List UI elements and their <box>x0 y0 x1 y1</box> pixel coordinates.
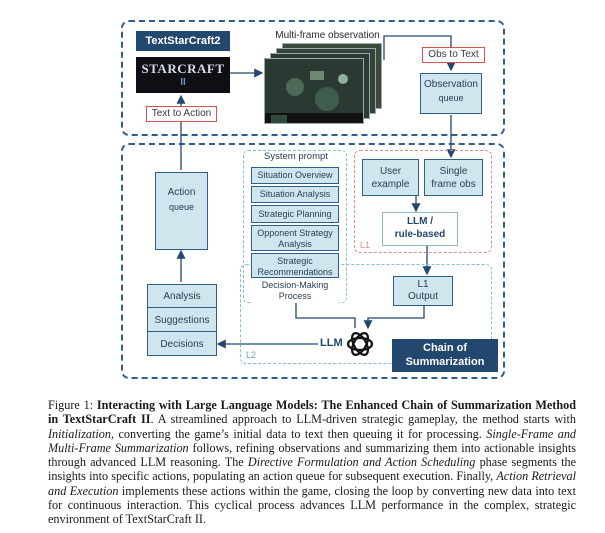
user-example-box: User example <box>362 159 419 196</box>
l1-region <box>354 150 492 253</box>
prompt-situation-analysis: Situation Analysis <box>251 186 339 203</box>
llm-rule-line1: LLM / <box>406 216 434 227</box>
prompt-situation-overview: Situation Overview <box>251 167 339 184</box>
figure-caption: Figure 1: Interacting with Large Languag… <box>48 398 576 527</box>
caption-text: implements these actions within the game… <box>48 483 577 527</box>
chain-of-summarization-badge: Chain of Summarization <box>392 339 498 372</box>
multiframe-screenshots <box>264 43 386 125</box>
decision-item-decisions: Decisions <box>160 339 204 350</box>
llm-label: LLM <box>320 337 343 349</box>
diagram: TextStarCraft2 STARCRAFT II Multi-frame … <box>121 20 505 379</box>
game-logo: STARCRAFT II <box>136 57 230 93</box>
llm-rule-based-box: LLM / rule-based <box>382 212 458 246</box>
openai-logo-icon <box>346 332 374 356</box>
game-logo-numeral: II <box>180 77 186 88</box>
caption-emphasis: Single-Frame and Multi-Frame Summarizati… <box>48 426 577 455</box>
observation-queue-line1: Observation <box>424 79 478 90</box>
caption-text: . A streamlined approach to LLM-driven s… <box>150 412 576 427</box>
action-queue-line2: queue <box>168 202 195 212</box>
caption-emphasis: Directive Formulation and Action Schedul… <box>247 455 476 470</box>
chain-badge-line2: Summarization <box>405 356 485 368</box>
prompt-decision-making: Decision-Making Process <box>251 279 339 303</box>
prompt-opponent-strategy: Opponent Strategy Analysis <box>251 225 339 251</box>
decision-stack: Analysis Suggestions Decisions <box>147 284 217 356</box>
action-queue: Action queue <box>155 172 208 250</box>
caption-emphasis: Action Retrieval and Execution <box>48 469 576 498</box>
game-logo-text: STARCRAFT <box>141 61 225 76</box>
caption-text: follows, refining observations and summa… <box>48 440 576 470</box>
text-to-action-label: Text to Action <box>146 106 217 122</box>
decision-item-suggestions: Suggestions <box>148 309 216 332</box>
l1-output-line1: L1 <box>417 279 429 290</box>
figure-label: Figure 1: <box>48 398 94 412</box>
chain-badge-line1: Chain of <box>423 342 467 354</box>
bottom-section-frame <box>121 143 505 379</box>
single-frame-obs-box: Single frame obs <box>424 159 483 196</box>
llm-rule-line2: rule-based <box>394 229 446 240</box>
caption-text: , converting the game’s initial data to … <box>110 426 487 441</box>
top-section-frame <box>121 20 505 136</box>
l2-label: L2 <box>246 350 257 360</box>
l2-region <box>240 264 492 364</box>
prompt-strategic-planning: Strategic Planning <box>251 205 339 223</box>
caption-text: phase segments the insights into specifi… <box>48 455 577 484</box>
frame-screenshot <box>264 58 364 124</box>
multiframe-label: Multi-frame observation <box>275 30 380 41</box>
action-queue-line1: Action <box>167 187 196 198</box>
l1-output-line2: Output <box>407 291 439 302</box>
observation-queue: Observation queue <box>420 73 482 114</box>
l1-label: L1 <box>360 240 371 250</box>
l1-output-box: L1 Output <box>393 276 453 306</box>
system-prompt-label: System prompt <box>264 151 328 162</box>
game-title-badge: TextStarCraft2 <box>136 31 230 51</box>
observation-queue-line2: queue <box>438 93 464 103</box>
decision-item-analysis: Analysis <box>148 285 216 308</box>
obs-to-text-label: Obs to Text <box>422 47 485 63</box>
prompt-strategic-recommendations: Strategic Recommendations <box>251 253 339 278</box>
caption-emphasis: Initialization <box>48 426 111 441</box>
caption-title: Interacting with Large Language Models: … <box>48 398 577 427</box>
game-scene-image <box>265 59 363 123</box>
